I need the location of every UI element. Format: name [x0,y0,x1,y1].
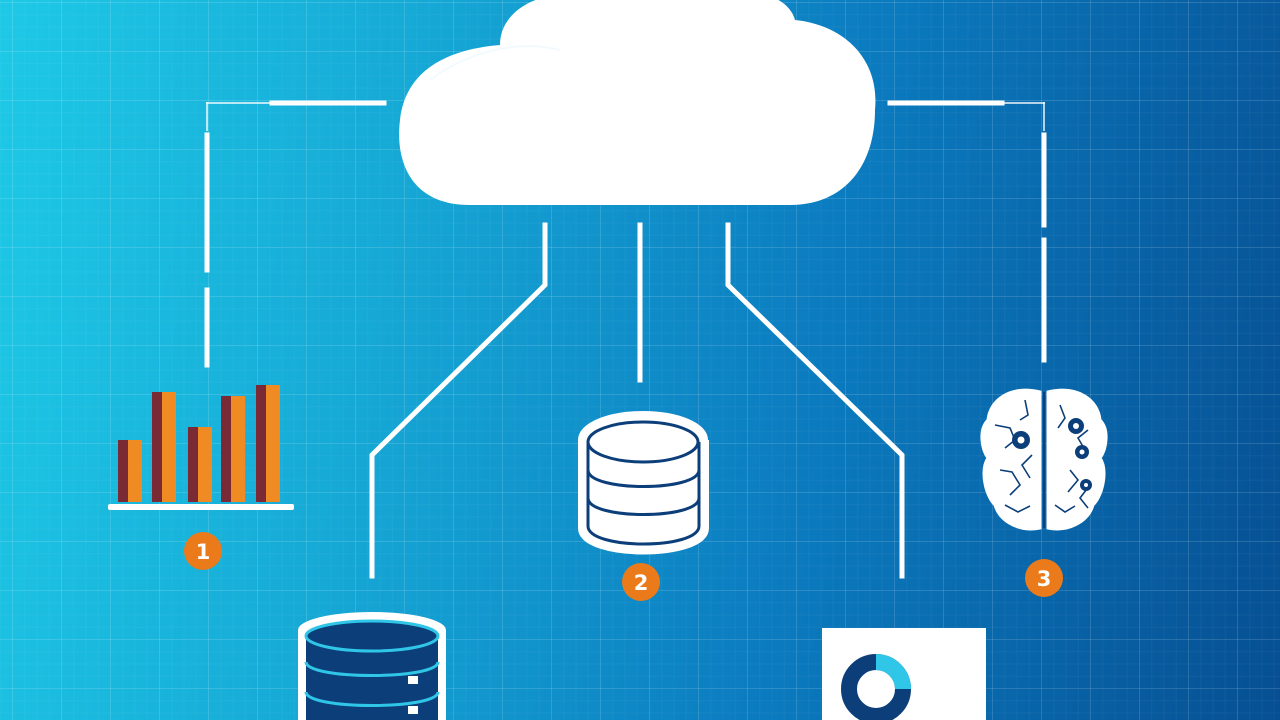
cloud-icon [399,0,876,205]
step-badge-2-label: 2 [634,571,649,595]
step-badge-1: 1 [184,532,222,570]
server-stack-icon [298,612,446,720]
connector-lines [204,100,1047,579]
step-badge-3-label: 3 [1037,567,1052,591]
brain-gears-icon [980,388,1108,531]
connector-cloud-to-server [369,222,548,579]
donut-report-icon [822,628,986,720]
step-badge-2: 2 [622,563,660,601]
bar-chart-icon [108,385,294,510]
step-badge-3: 3 [1025,559,1063,597]
step-badge-1-label: 1 [196,540,211,564]
connector-cloud-to-report [725,222,905,579]
database-icon [578,411,709,555]
